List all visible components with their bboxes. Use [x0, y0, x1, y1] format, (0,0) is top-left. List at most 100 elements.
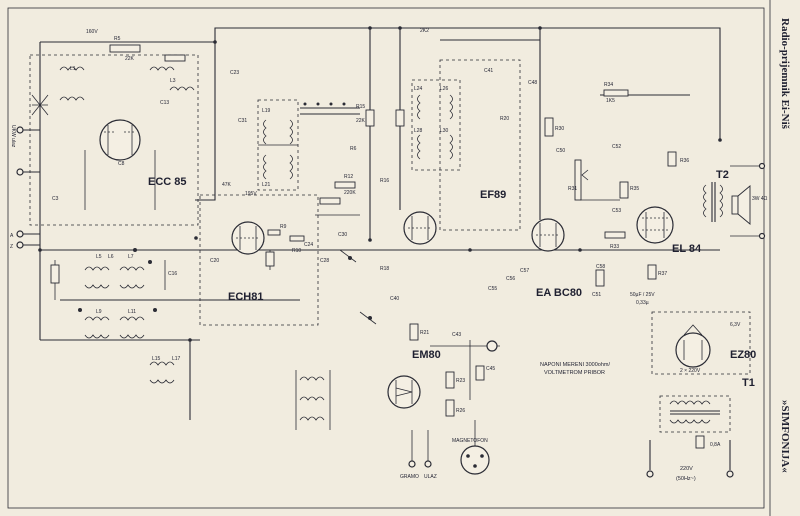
label-c43: C43 [452, 332, 461, 338]
am-input-label-z: Z [10, 244, 13, 250]
label-c53: C53 [612, 208, 621, 214]
label-fuse: 0,8A [710, 442, 721, 448]
label-l9: L9 [96, 309, 102, 315]
label-l1: L1 [70, 66, 76, 72]
detector-network [430, 340, 500, 417]
label-c28: C28 [320, 258, 329, 264]
tube-label-ecc85: ECC 85 [148, 176, 187, 188]
label-r30: R30 [555, 126, 564, 132]
label-c31: C31 [238, 118, 247, 124]
mixer-bias-network [315, 109, 405, 216]
band-switch-bank [78, 248, 377, 325]
label-t2: T2 [716, 169, 729, 181]
label-l19: L19 [262, 108, 271, 114]
tube-label-ez80: EZ80 [730, 349, 756, 361]
tube-label-em80: EM80 [412, 349, 441, 361]
resistor-r30 [544, 117, 554, 137]
label-c24: C24 [304, 242, 313, 248]
label-voltage-c: 195V [245, 191, 257, 197]
ez80-tube [675, 324, 711, 368]
label-l11: L11 [128, 309, 136, 315]
label-ht: 2 × 220V [680, 368, 701, 374]
label-c8: C8 [118, 161, 125, 167]
label-speaker: 3W 4Ω [752, 196, 768, 202]
speaker-icon [731, 185, 751, 225]
hv-bus [39, 27, 721, 341]
label-c3: C3 [52, 196, 59, 202]
label-l3: L3 [170, 78, 176, 84]
label-r9: R9 [280, 224, 287, 230]
magnetofon-socket [460, 420, 490, 475]
output-transformer [703, 182, 723, 222]
label-r35: R35 [630, 186, 639, 192]
resistor-r37 [647, 264, 657, 280]
eabc80-tube [531, 218, 565, 252]
em80-tube [387, 375, 421, 409]
label-r10v: 47K [222, 182, 232, 188]
resistor-em80-anode [409, 323, 419, 341]
label-r23: R23 [456, 378, 465, 384]
label-c40: C40 [390, 296, 399, 302]
label-r6: R6 [350, 146, 357, 152]
label-c30: C30 [338, 232, 347, 238]
label-c41: C41 [484, 68, 493, 74]
label-l5: L5 [96, 254, 102, 260]
label-r15-value: 22K [356, 118, 366, 124]
sheet-border [7, 7, 765, 509]
label-mains-freq: (50Hz~) [676, 476, 696, 482]
tube-label-ef89: EF89 [480, 189, 506, 201]
label-r33: R33 [610, 244, 619, 250]
label-t1: T1 [742, 377, 755, 389]
label-l28: L28 [414, 128, 423, 134]
label-c58: C58 [596, 264, 605, 270]
label-r5-value: 22K [125, 56, 135, 62]
label-c20: C20 [210, 258, 219, 264]
tube-label-el84: EL 84 [672, 243, 702, 255]
tube-label-eabc80: EA BC80 [536, 287, 582, 299]
label-c50: C50 [556, 148, 565, 154]
label-r15: R15 [356, 104, 365, 110]
note-line-1: NAPONI MERENI 3000ohm/ [540, 362, 610, 368]
ecc85-coils [59, 44, 195, 210]
label-r20-top: 2K2 [420, 28, 429, 34]
if-transformer-2-coils [417, 94, 453, 160]
band-coil-bank [50, 260, 175, 384]
ef89-tube [403, 211, 437, 245]
fuse-icon [695, 435, 705, 449]
label-r36: R36 [680, 158, 689, 164]
oscillator-coils [295, 370, 331, 430]
label-mains: 220V [680, 466, 693, 472]
side-title-top: Radio-prijemnik Ei-Niš [779, 18, 791, 130]
resistor-r36 [667, 151, 677, 167]
ech81-tube [231, 221, 305, 270]
note-line-2: VOLTMETROM PRIBOR [544, 370, 605, 376]
label-c55: C55 [488, 286, 497, 292]
speaker-terminal-bottom [758, 232, 766, 240]
ecc85-shield [29, 54, 199, 226]
label-l15: L15 [152, 356, 161, 362]
ech81-shield [199, 194, 319, 326]
ground-bus [40, 249, 720, 420]
label-c16: C16 [168, 271, 177, 277]
label-l7: L7 [128, 254, 134, 260]
label-c57: C57 [520, 268, 529, 274]
tuning-gang [300, 102, 360, 115]
el84-tube [636, 206, 674, 244]
tone-control-network [574, 89, 629, 287]
tube-label-ech81: ECH81 [228, 291, 263, 303]
label-r18: R18 [380, 266, 389, 272]
label-gramo: GRAMO [400, 474, 419, 480]
label-r26: R26 [456, 408, 465, 414]
label-cap-el: 50µF / 25V [630, 292, 655, 298]
speaker-terminal-top [758, 162, 766, 170]
label-ulaz: ULAZ [424, 474, 437, 480]
label-c48: C48 [528, 80, 537, 86]
if-transformer-1-coils [258, 119, 298, 180]
label-c51: C51 [592, 292, 601, 298]
mains-inlet [646, 440, 734, 478]
label-l24: L24 [414, 86, 423, 92]
label-r34-value: 1K5 [606, 98, 615, 104]
label-r20: R20 [500, 116, 509, 122]
label-voltage-b: 160V [86, 29, 98, 35]
